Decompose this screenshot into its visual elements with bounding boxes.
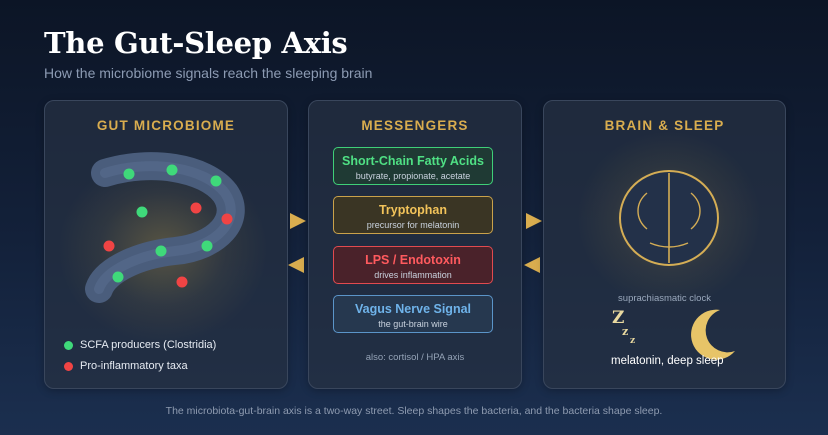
messenger-sub: butyrate, propionate, acetate [355,171,471,181]
moon-icon [691,309,735,360]
page-title: The Gut-Sleep Axis [44,26,348,60]
scfa-bacterium [112,271,124,283]
inflammatory-bacterium [190,202,202,214]
footer-caption: The microbiota-gut-brain axis is a two-w… [165,405,663,417]
legend-dot-green [64,340,73,350]
messenger-sub: precursor for melatonin [366,220,460,230]
messenger-label: Short-Chain Fatty Acids [342,154,484,168]
scfa-bacterium [210,175,222,187]
gut-panel-title: GUT MICROBIOME [96,118,236,133]
arrow-right-icon [526,213,542,229]
inflammatory-bacterium [176,276,188,288]
brain-sleep-panel: BRAIN & SLEEP suprachiasmatic clock Z z … [543,100,786,389]
messenger-label: Tryptophan [378,203,448,217]
sleep-label: melatonin, deep sleep [611,355,724,367]
gut-illustration [58,152,268,344]
inflammatory-bacterium [103,240,115,252]
messenger-sub: drives inflammation [374,270,452,280]
brain-fold-left [637,192,648,230]
legend-label: SCFA producers (Clostridia) [80,339,217,351]
scn-label: suprachiasmatic clock [618,293,711,304]
legend-item-scfa: SCFA producers (Clostridia) [64,339,216,351]
scfa-bacterium [123,168,135,180]
messenger-scfa: Short-Chain Fatty Acids butyrate, propio… [333,147,493,185]
arrow-right-icon [290,213,306,229]
scfa-bacterium [155,245,167,257]
scfa-bacterium [166,164,178,176]
sleep-z-large: Z [612,308,625,328]
gut-microbiome-panel: GUT MICROBIOME SCFA producers (Clostridi… [44,100,288,389]
arrow-left-icon [288,257,304,273]
brain-panel-title: BRAIN & SLEEP [604,118,725,133]
brain-illustration [577,131,761,360]
scfa-bacterium [201,240,213,252]
messengers-note: also: cortisol / HPA axis [365,352,465,363]
sleep-z-small: z [630,336,636,346]
messengers-panel: MESSENGERS Short-Chain Fatty Acids butyr… [308,100,522,389]
messenger-tryptophan: Tryptophan precursor for melatonin [333,196,493,234]
messengers-panel-title: MESSENGERS [361,118,469,133]
messenger-lps: LPS / Endotoxin drives inflammation [333,246,493,284]
brain-fold-right [690,192,701,230]
scfa-bacterium [136,206,148,218]
messenger-label: LPS / Endotoxin [365,253,461,267]
sleep-z-medium: z [622,325,629,338]
messenger-label: Vagus Nerve Signal [354,302,472,316]
legend-dot-red [64,361,73,371]
messenger-vagus: Vagus Nerve Signal the gut-brain wire [333,295,493,333]
legend-label: Pro-inflammatory taxa [80,360,188,372]
arrow-left-icon [524,257,540,273]
page-subtitle: How the microbiome signals reach the sle… [44,65,373,81]
brain-fold-bottom [649,242,689,248]
legend-item-inflammatory: Pro-inflammatory taxa [64,360,188,372]
inflammatory-bacterium [221,213,233,225]
messenger-sub: the gut-brain wire [378,319,448,329]
